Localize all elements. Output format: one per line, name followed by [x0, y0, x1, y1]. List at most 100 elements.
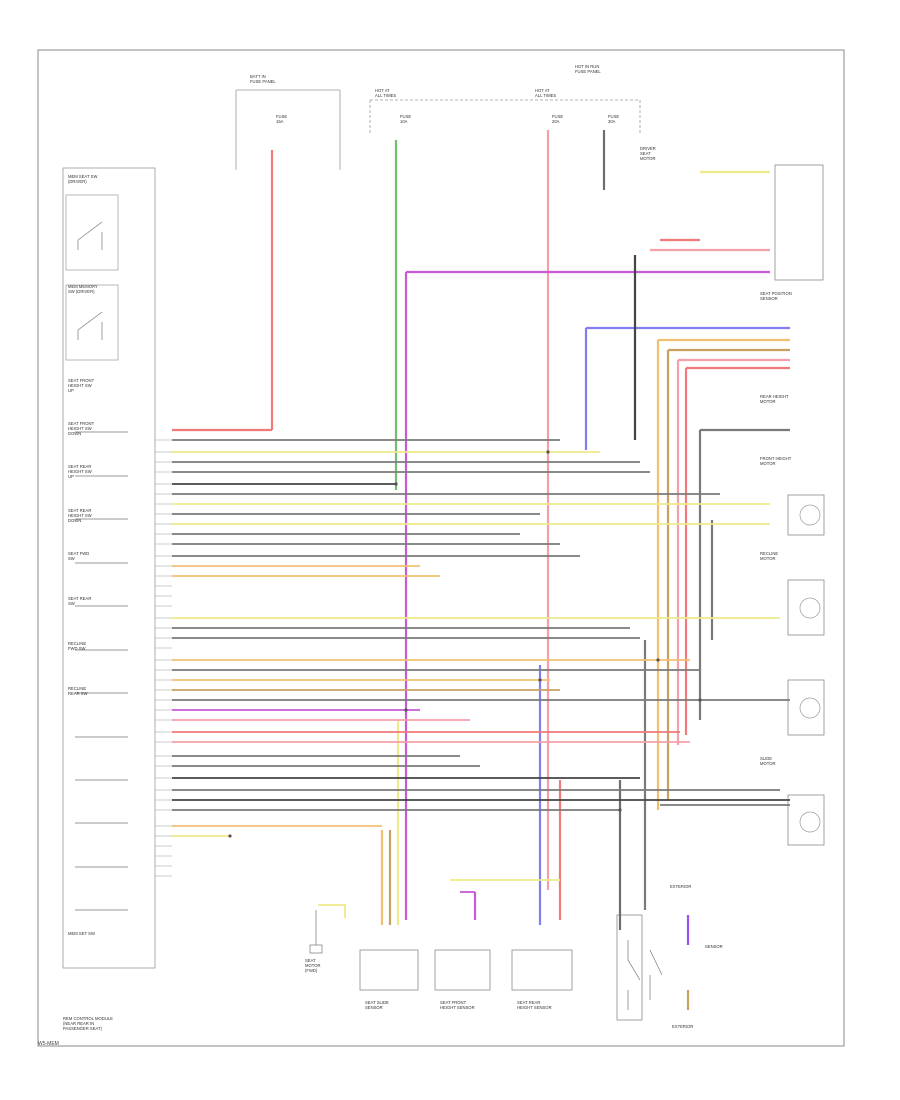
bottom-box-3 — [511, 949, 573, 991]
switch-label-11: MEM SET SW — [68, 931, 95, 936]
switch-label-3-line-3: UP — [68, 388, 74, 393]
right-label-1-line-1: DRIVER — [640, 146, 656, 151]
switch-label-6-line-2: HEIGHT SW — [68, 513, 92, 518]
bottom-label-3-line-1: SEAT FRONT — [440, 1000, 467, 1005]
fuse-label-2-line-1: FUSE — [400, 114, 411, 119]
switch-label-5-line-2: HEIGHT SW — [68, 469, 92, 474]
switch-label-8-line-2: SW — [68, 601, 75, 606]
module-label-1-line-2: (NEAR REAR IN — [63, 1021, 94, 1026]
right-label-4-line-1: FRONT HEIGHT — [760, 456, 792, 461]
right-label-2-line-1: SEAT POSITION — [760, 291, 792, 296]
exterior-label-top: EXTERIOR — [670, 884, 691, 889]
switch-label-8-line-1: SEAT REAR — [68, 596, 91, 601]
switch-panel — [62, 167, 156, 969]
bottom-label-3-line-2: HEIGHT SENSOR — [440, 1005, 475, 1010]
connector-pins — [155, 439, 172, 877]
switch-label-2-line-2: SW (DRIVER) — [68, 289, 95, 294]
switch-label-4-line-1: SEAT FRONT — [68, 421, 95, 426]
switch-box-2 — [65, 284, 119, 361]
right-label-6-line-2: MOTOR — [760, 761, 776, 766]
module-label-1-line-1: REM CONTROL MODULE — [63, 1016, 113, 1021]
diagram-border — [37, 49, 845, 1047]
switch-label-10-line-1: RECLINE — [68, 686, 86, 691]
switch-label-1-line-1: MEM SEAT SW — [68, 174, 97, 179]
top-label-1-line-2: FUSE PANEL — [250, 79, 276, 84]
bottom-label-1-line-1: SEAT — [305, 958, 316, 963]
right-label-2-line-2: SENSOR — [760, 296, 778, 301]
sensor-device — [309, 910, 323, 954]
top-label-3-line-1: HOT AT — [535, 88, 550, 93]
bottom-label-4-line-1: SEAT REAR — [517, 1000, 540, 1005]
switch-label-1-line-2: (DRIVER) — [68, 179, 87, 184]
top-label-4-line-1: HOT IN RUN — [575, 64, 599, 69]
switch-label-4-line-2: HEIGHT SW — [68, 426, 92, 431]
switch-label-7-line-2: SW — [68, 556, 75, 561]
bottom-box-2 — [434, 949, 491, 991]
switch-label-9-line-2: FWD SW — [68, 646, 85, 651]
module-label-1-line-3: PASSENGER SEAT) — [63, 1026, 103, 1031]
page-footer: W5-MEM — [38, 1041, 59, 1047]
switch-label-7-line-1: SEAT FWD — [68, 551, 89, 556]
motor-box-2 — [787, 579, 825, 636]
exterior-label-bottom: EXTERIOR — [672, 1024, 693, 1029]
fuse-block-left — [235, 89, 341, 170]
splice-points — [228, 450, 702, 838]
bottom-label-2-line-1: SEAT SLIDE — [365, 1000, 389, 1005]
right-label-5-line-1: RECLINE — [760, 551, 778, 556]
fuse-block-center — [369, 99, 641, 135]
fuse-label-2-line-2: 10A — [400, 119, 408, 124]
wire-yellow-device — [318, 904, 346, 918]
motor-circles — [799, 504, 821, 833]
switch-symbols — [75, 221, 128, 911]
bottom-label-2-line-2: SENSOR — [365, 1005, 383, 1010]
wires-horizontal — [172, 439, 790, 893]
switch-label-6-line-3: DOWN — [68, 518, 81, 523]
right-label-5-line-2: MOTOR — [760, 556, 776, 561]
fuse-label-4-line-1: FUSE — [608, 114, 619, 119]
switch-label-10-line-2: REAR SW — [68, 691, 88, 696]
right-label-3-line-1: REAR HEIGHT — [760, 394, 789, 399]
switch-label-11-line-1: MEM SET SW — [68, 931, 95, 936]
switch-label-1: MEM SEAT SW(DRIVER) — [68, 174, 97, 184]
motor-box-4 — [787, 794, 825, 846]
motor-box-3 — [787, 679, 825, 736]
switch-label-5-line-1: SEAT REAR — [68, 464, 91, 469]
wires-vertical — [172, 130, 790, 1010]
fuse-label-3-line-2: 20A — [552, 119, 560, 124]
control-unit-box — [774, 164, 824, 281]
top-label-2-line-1: HOT AT — [375, 88, 390, 93]
switch-label-4-line-3: DOWN — [68, 431, 81, 436]
fuse-label-3-line-1: FUSE — [552, 114, 563, 119]
top-label-2-line-2: ALL TIMES — [375, 93, 396, 98]
bottom-label-1-line-2: MOTOR — [305, 963, 321, 968]
